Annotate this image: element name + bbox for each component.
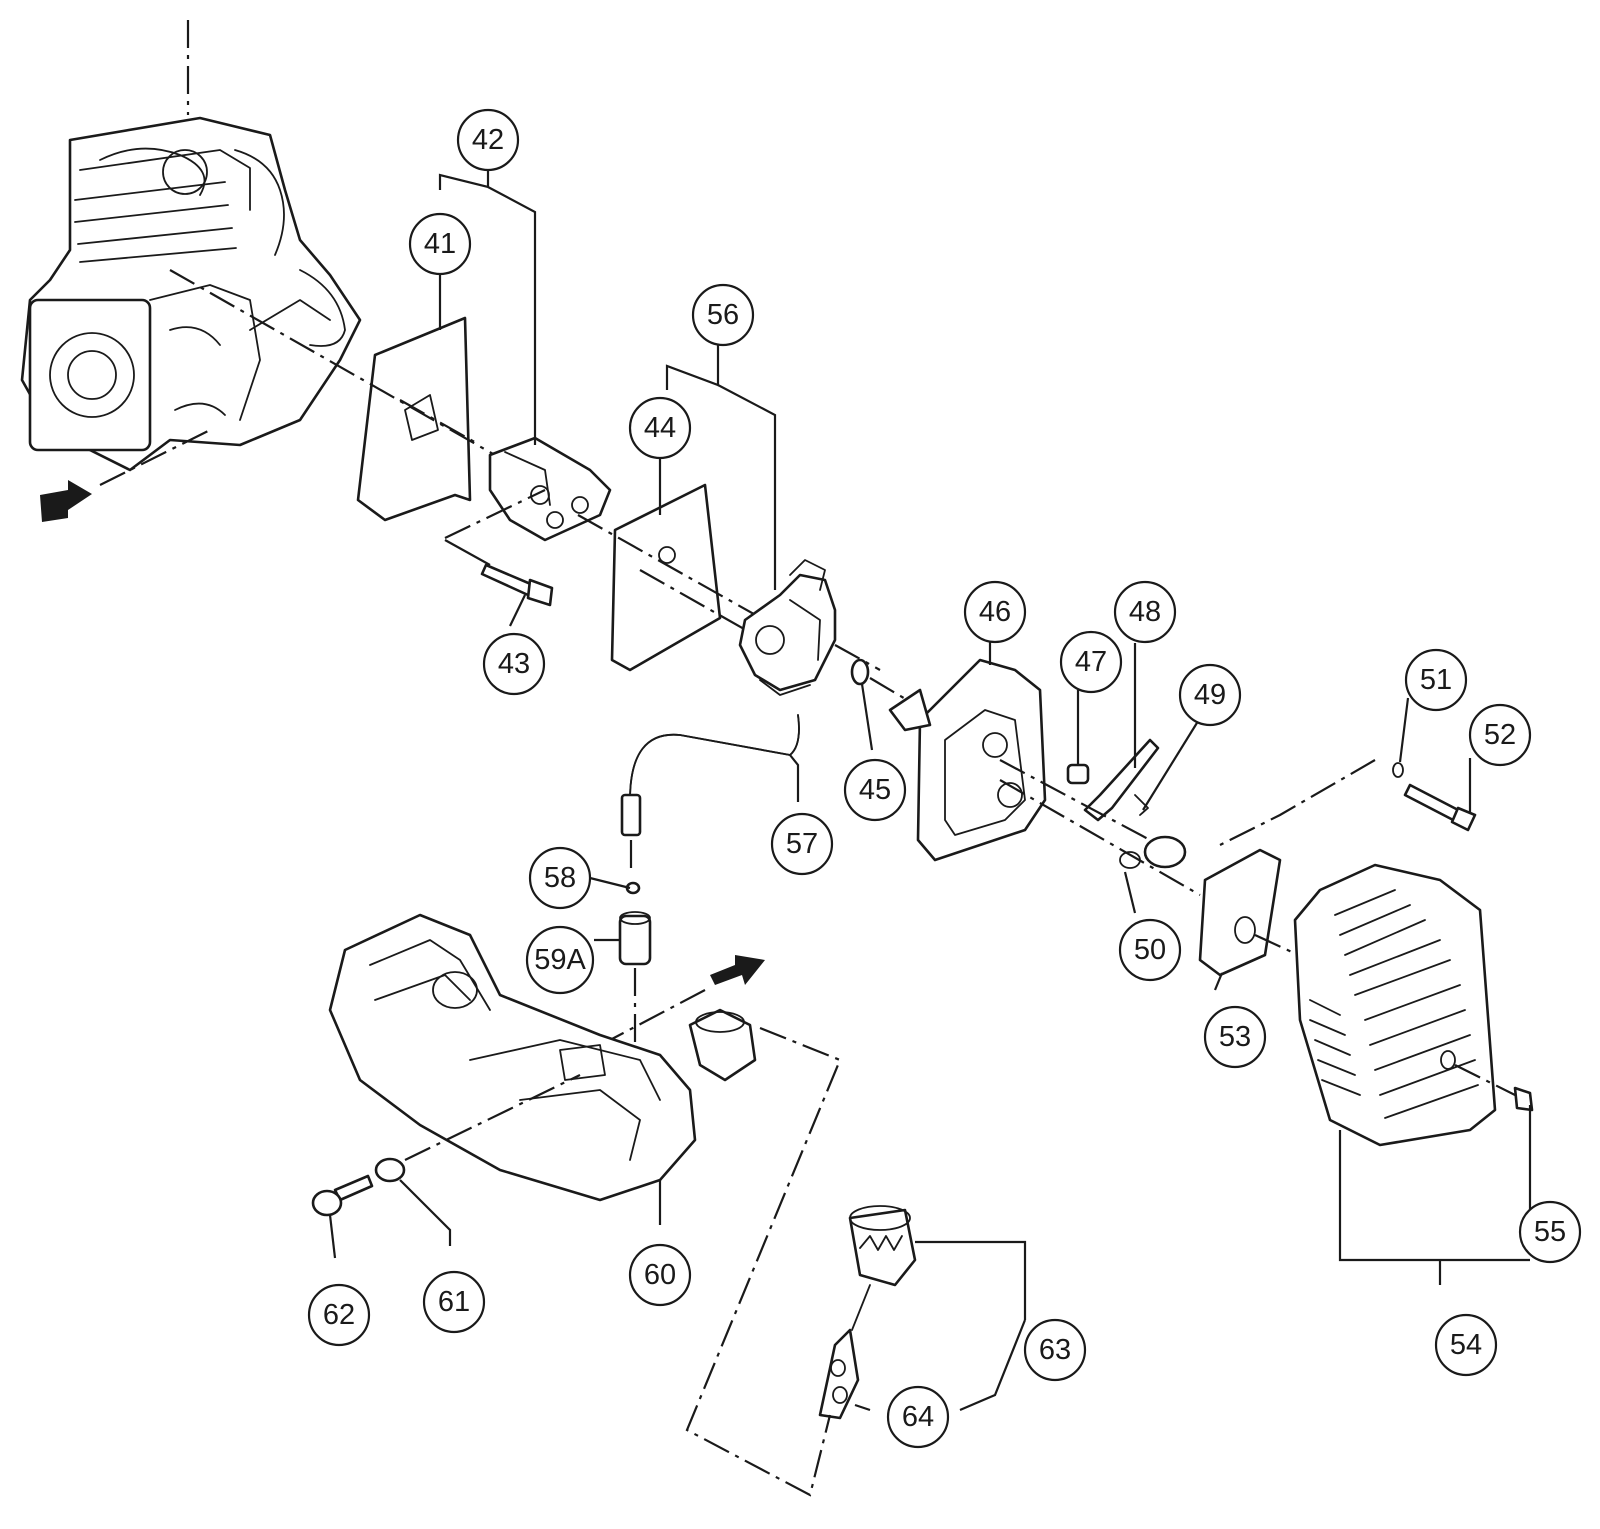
part-56-carburetor (738, 559, 881, 696)
callout-50: 50 (1118, 918, 1182, 982)
callout-64: 64 (886, 1385, 950, 1449)
part-49-clip (1134, 794, 1149, 816)
part-48-choke-plate (999, 738, 1160, 841)
part-64-fuel-strainer (818, 1284, 871, 1420)
callout-label: 64 (902, 1401, 934, 1433)
fill-neck-guide-line (685, 1026, 842, 1497)
callout-label: 55 (1534, 1216, 1566, 1248)
part-51-washer (1392, 762, 1404, 778)
callout-43: 43 (482, 632, 546, 696)
part-47-nut (1066, 763, 1090, 785)
part-55-screw (1454, 1064, 1534, 1112)
callout-48: 48 (1113, 580, 1177, 644)
callout-label: 48 (1129, 596, 1161, 628)
callout-label: 53 (1219, 1021, 1251, 1053)
callout-41: 41 (408, 212, 472, 276)
callout-63: 63 (1023, 1318, 1087, 1382)
callout-label: 56 (707, 299, 739, 331)
callout-42: 42 (456, 108, 520, 172)
callout-61: 61 (422, 1270, 486, 1334)
callout-57: 57 (770, 812, 834, 876)
callout-label: 45 (859, 774, 891, 806)
callout-60: 60 (628, 1243, 692, 1307)
part-45-o-ring (850, 658, 1001, 756)
callout-label: 47 (1075, 646, 1107, 678)
callout-label: 58 (544, 862, 576, 894)
callout-label: 49 (1194, 679, 1226, 711)
part-53-air-filter-element (1198, 848, 1321, 977)
callout-62: 62 (307, 1283, 371, 1347)
callout-label: 41 (424, 228, 456, 260)
callout-56: 56 (691, 283, 755, 347)
engine-block-drawing (20, 20, 362, 472)
callout-label: 50 (1134, 934, 1166, 966)
callout-label: 59A (534, 944, 586, 976)
assembly-direction-arrow-left (40, 429, 211, 522)
callout-label: 60 (644, 1259, 676, 1291)
part-63-fuel-cap (848, 1205, 917, 1287)
callout-label: 62 (323, 1299, 355, 1331)
callout-45: 45 (843, 758, 907, 822)
callout-59a: 59A (525, 925, 595, 995)
part-46-air-cleaner-base (888, 658, 1047, 862)
callout-label: 61 (438, 1286, 470, 1318)
callout-49: 49 (1178, 663, 1242, 727)
callout-47: 47 (1059, 630, 1123, 694)
part-42-insulator (488, 436, 612, 542)
part-50-shaft (999, 779, 1201, 896)
callout-44: 44 (628, 396, 692, 460)
leader-lines (328, 168, 1532, 1412)
callout-label: 46 (979, 596, 1011, 628)
callout-label: 44 (644, 412, 676, 444)
callout-46: 46 (963, 580, 1027, 644)
part-54-air-cleaner-cover (1293, 863, 1497, 1147)
part-61-grommet (374, 1074, 581, 1183)
callout-label: 51 (1420, 664, 1452, 696)
callout-label: 52 (1484, 719, 1516, 751)
callout-label: 43 (498, 648, 530, 680)
callout-label: 63 (1039, 1334, 1071, 1366)
callout-51: 51 (1404, 648, 1468, 712)
callout-label: 54 (1450, 1329, 1482, 1361)
part-41-insulator-gasket (169, 269, 531, 522)
callout-55: 55 (1518, 1200, 1582, 1264)
callout-53: 53 (1203, 1005, 1267, 1069)
callout-label: 42 (472, 124, 504, 156)
callout-52: 52 (1468, 703, 1532, 767)
callout-label: 57 (786, 828, 818, 860)
part-43-bolt (444, 489, 554, 607)
part-62-bolt (311, 1174, 374, 1217)
assembly-direction-arrow-center (609, 955, 765, 1041)
callout-58: 58 (528, 846, 592, 910)
part-52-screw (1219, 759, 1477, 846)
part-57-fuel-line (620, 714, 800, 875)
callout-54: 54 (1434, 1313, 1498, 1377)
part-60-fuel-tank (328, 913, 757, 1202)
